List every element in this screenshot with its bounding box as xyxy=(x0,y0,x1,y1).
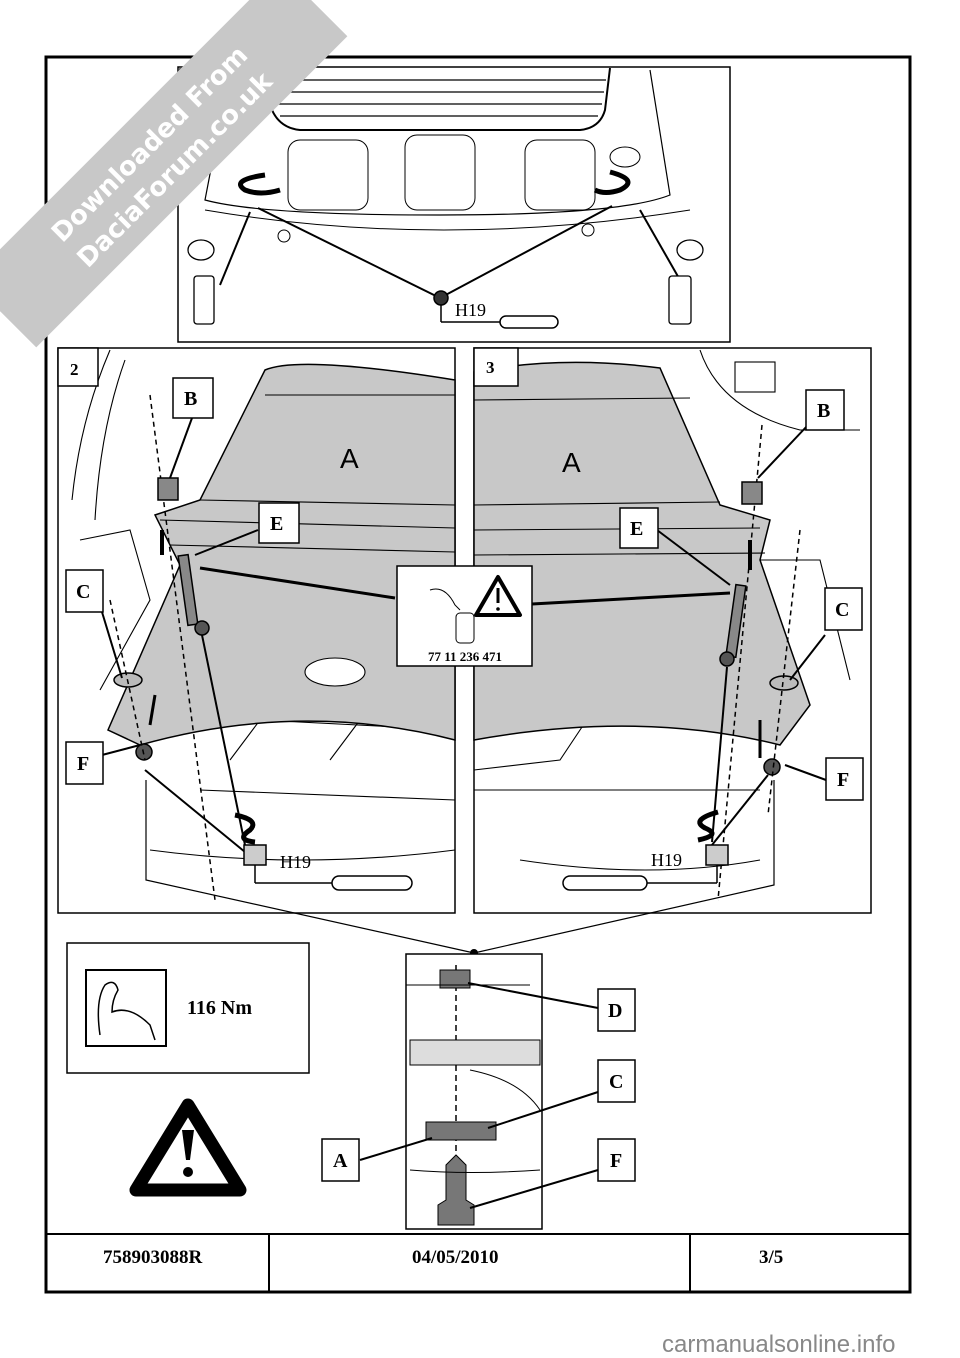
warning-icon xyxy=(129,1098,247,1197)
tool-label: H19 xyxy=(651,850,682,870)
spacer-B xyxy=(157,477,179,501)
spacer-B xyxy=(741,481,763,505)
wrench-h19-icon xyxy=(243,844,413,891)
wrench-h19-icon xyxy=(433,290,559,329)
panel-3: A H19 B E xyxy=(473,347,872,914)
callout-F: F xyxy=(77,753,89,775)
stud-E xyxy=(177,553,199,627)
tool-label: H19 xyxy=(455,300,486,320)
torque-box: 116 Nm xyxy=(66,942,310,1074)
plug-icon xyxy=(187,239,215,325)
wrench-h19-icon xyxy=(562,844,729,891)
callout-D: D xyxy=(608,1000,622,1022)
step-number: 3 xyxy=(486,358,495,377)
rotate-arrow-icon xyxy=(234,812,256,845)
callout-C: C xyxy=(76,581,90,603)
callout-E: E xyxy=(270,513,283,535)
bottle-icon xyxy=(455,612,475,644)
tool-label: H19 xyxy=(280,852,311,872)
torque-value: 116 Nm xyxy=(187,997,252,1019)
callout-C: C xyxy=(835,599,849,621)
assembly-detail xyxy=(405,953,543,1230)
callout-B: B xyxy=(184,388,197,410)
site-watermark: carmanualsonline.info xyxy=(662,1331,895,1358)
callout-E: E xyxy=(630,518,643,540)
part-A-label: A xyxy=(562,447,581,478)
panel-2: A H19 B xyxy=(57,347,456,914)
plug-icon xyxy=(668,239,704,325)
footer-reference: 758903088R xyxy=(103,1247,203,1268)
callout-A: A xyxy=(333,1150,348,1172)
callout-C: C xyxy=(609,1071,623,1093)
vehicle-drawing xyxy=(473,349,860,871)
parcel-shelf-A xyxy=(107,363,456,746)
part-number: 77 11 236 471 xyxy=(428,649,502,664)
callout-F: F xyxy=(610,1150,622,1172)
page-frame xyxy=(44,55,912,1294)
threadlock-box: 77 11 236 471 xyxy=(396,565,533,667)
washer-C xyxy=(425,1121,497,1141)
rotate-arrow-icon xyxy=(238,172,281,196)
callout-F: F xyxy=(837,769,849,791)
footer-date: 04/05/2010 xyxy=(412,1247,499,1268)
grille-drawing xyxy=(204,67,691,243)
rotate-arrow-icon xyxy=(593,169,631,195)
part-A-label: A xyxy=(340,443,359,474)
footer-page: 3/5 xyxy=(759,1247,783,1268)
callout-B: B xyxy=(817,400,830,422)
nut-F xyxy=(763,758,781,776)
step-number: 2 xyxy=(70,360,79,379)
rotate-arrow-icon xyxy=(697,809,719,843)
